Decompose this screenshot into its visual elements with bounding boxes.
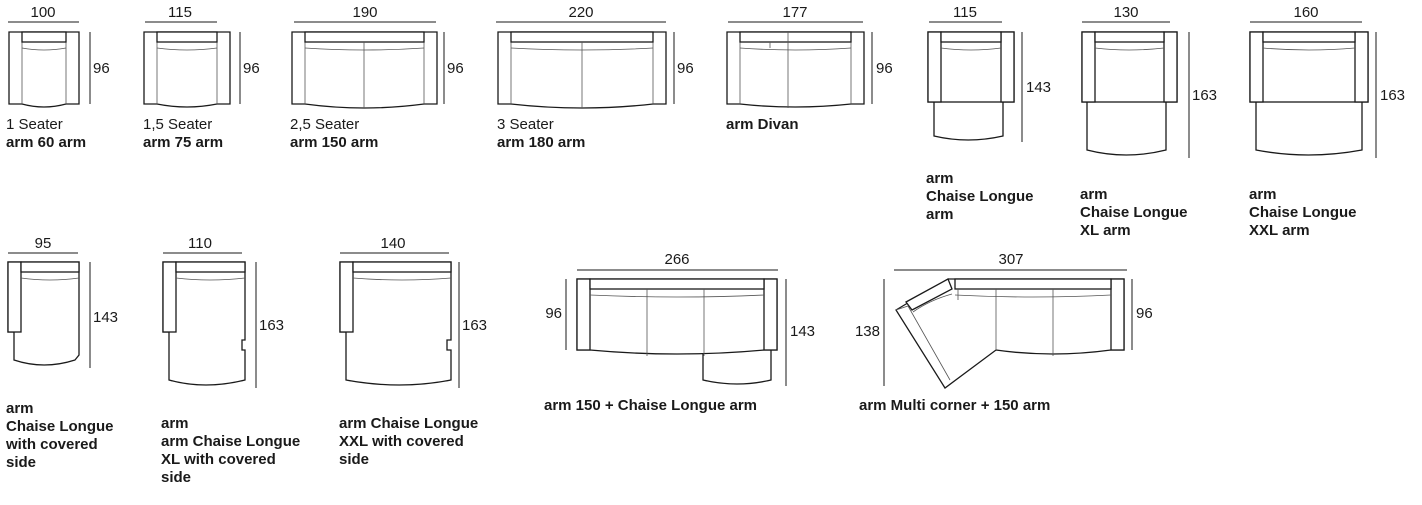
caption-chaise-longue-xl-covered-side: arm arm Chaise Longue XL with covered si… (161, 397, 300, 505)
sofa-drawing (8, 31, 80, 108)
sofa-drawing (339, 261, 452, 386)
caption-3-seater: 3 Seater arm 180 arm (497, 116, 585, 152)
caption-1-5-seater: 1,5 Seater arm 75 arm (143, 116, 223, 152)
sofa-drawing (576, 278, 778, 385)
module-label: arm Divan (726, 116, 799, 133)
module-name: 1 Seater (6, 116, 63, 133)
depth-label: 96 (677, 60, 694, 77)
module-chaise-longue-covered-side: 95 143 (7, 235, 118, 368)
depth-label: 163 (462, 317, 487, 334)
module-chaise-longue-xl: 130 163 (1081, 4, 1217, 158)
depth-label: 96 (876, 60, 893, 77)
module-label: arm 75 arm (143, 134, 224, 151)
sofa-modules-diagram: 100 96 115 96 190 (7, 4, 1405, 389)
depth-label: 96 (243, 60, 260, 77)
module-label: arm Chaise Longue with covered side (6, 400, 114, 471)
depth-label: 96 (1136, 305, 1153, 322)
sofa-drawing (726, 31, 865, 108)
sofa-drawing (1249, 31, 1369, 156)
depth-label: 143 (1026, 79, 1051, 96)
module-1-5-seater: 115 96 (143, 4, 260, 108)
module-chaise-longue-xxl: 160 163 (1249, 4, 1405, 158)
module-name: 1,5 Seater (143, 116, 213, 133)
module-name: 3 Seater (497, 116, 554, 133)
sofa-drawing (291, 31, 438, 109)
module-chaise-longue-xl-covered-side: 110 163 (162, 235, 284, 388)
module-divan: 177 96 (726, 4, 893, 108)
module-label: arm 60 arm (6, 134, 87, 151)
depth-label: 163 (1380, 87, 1405, 104)
width-label: 190 (352, 4, 377, 21)
width-label: 115 (168, 4, 192, 21)
caption-chaise-longue-xl: arm Chaise Longue XL arm (1080, 168, 1188, 258)
depth-label: 143 (790, 323, 815, 340)
module-label: arm 150 + Chaise Longue arm (544, 397, 758, 414)
width-label: 220 (568, 4, 593, 21)
caption-chaise-longue-covered-side: arm Chaise Longue with covered side (6, 382, 114, 490)
width-label: 307 (998, 251, 1023, 268)
module-label: arm Multi corner + 150 arm (859, 397, 1051, 414)
module-1-seater: 100 96 (8, 4, 110, 108)
width-label: 266 (664, 251, 689, 268)
caption-chaise-longue-xxl: arm Chaise Longue XXL arm (1249, 168, 1357, 258)
module-chaise-longue-xxl-covered-side: 140 163 (339, 235, 487, 388)
depth-label: 96 (93, 60, 110, 77)
sofa-drawing (1081, 31, 1178, 156)
caption-150-plus-chaise-longue: arm 150 + Chaise Longue arm (544, 397, 757, 415)
width-label: 140 (380, 235, 405, 252)
module-label: arm Chaise Longue arm (926, 170, 1034, 223)
module-label: arm 180 arm (497, 134, 586, 151)
depth-label: 163 (1192, 87, 1217, 104)
module-multi-corner-plus-150: 307 138 96 (855, 251, 1153, 389)
module-chaise-longue: 115 143 (927, 4, 1051, 142)
width-label: 110 (188, 235, 212, 252)
width-label: 95 (35, 235, 52, 252)
caption-1-seater: 1 Seater arm 60 arm (6, 116, 86, 152)
width-label: 160 (1293, 4, 1318, 21)
depth-label: 96 (447, 60, 464, 77)
sofa-drawing (162, 261, 246, 386)
left-depth-label: 96 (545, 305, 562, 322)
depth-label: 143 (93, 309, 118, 326)
module-name: 2,5 Seater (290, 116, 360, 133)
caption-divan: arm Divan (726, 116, 799, 134)
sofa-drawing (927, 31, 1015, 141)
caption-chaise-longue-xxl-covered-side: arm Chaise Longue XXL with covered side (339, 397, 478, 487)
module-label: arm arm Chaise Longue XL with covered si… (161, 415, 301, 486)
sofa-drawing (143, 31, 231, 108)
caption-chaise-longue: arm Chaise Longue arm (926, 152, 1034, 242)
sofa-drawing (7, 261, 80, 366)
caption-multi-corner-plus-150: arm Multi corner + 150 arm (859, 397, 1050, 415)
module-3-seater: 220 96 (496, 4, 694, 109)
left-depth-label: 138 (855, 323, 880, 340)
width-label: 115 (953, 4, 977, 21)
module-150-plus-chaise-longue: 266 96 143 (545, 251, 815, 386)
module-label: arm Chaise Longue XXL with covered side (339, 415, 479, 468)
sofa-drawing (497, 31, 667, 109)
sofa-drawing (895, 278, 1125, 389)
width-label: 130 (1113, 4, 1138, 21)
width-label: 177 (782, 4, 807, 21)
width-label: 100 (30, 4, 55, 21)
depth-label: 163 (259, 317, 284, 334)
module-label: arm Chaise Longue XXL arm (1249, 186, 1357, 239)
module-label: arm Chaise Longue XL arm (1080, 186, 1188, 239)
caption-2-5-seater: 2,5 Seater arm 150 arm (290, 116, 378, 152)
module-2-5-seater: 190 96 (291, 4, 464, 109)
module-label: arm 150 arm (290, 134, 379, 151)
